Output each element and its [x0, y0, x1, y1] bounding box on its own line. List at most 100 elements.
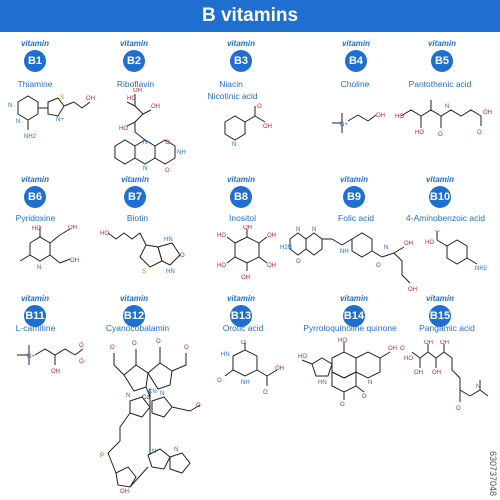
svg-text:O: O	[165, 168, 170, 174]
svg-text:HN: HN	[164, 237, 173, 243]
vitamin-badge: B13	[230, 305, 252, 327]
vitamin-word: vitamin	[119, 294, 148, 303]
svg-text:HO: HO	[217, 233, 226, 239]
svg-text:OH: OH	[51, 369, 60, 375]
svg-text:NH: NH	[340, 249, 349, 255]
vitamin-word: vitamin	[425, 175, 454, 184]
vitamin-word: vitamin	[226, 294, 255, 303]
svg-text:O: O	[456, 406, 461, 412]
svg-text:N: N	[312, 227, 316, 233]
svg-text:O: O	[376, 263, 381, 269]
vitamin-badge: B15	[429, 305, 451, 327]
svg-text:HO: HO	[298, 354, 307, 360]
svg-text:O: O	[400, 346, 405, 352]
svg-text:CN: CN	[148, 389, 157, 395]
vitamin-name: Thiamine	[17, 79, 53, 89]
svg-text:HN: HN	[166, 269, 175, 275]
svg-text:NH2: NH2	[24, 134, 37, 140]
svg-text:OH: OH	[86, 96, 95, 102]
vitamin-word: vitamin	[226, 175, 255, 184]
svg-text:N: N	[476, 384, 480, 390]
svg-text:HO: HO	[415, 130, 424, 136]
vitamin-name: Pyridoxine	[15, 213, 56, 223]
page-title: B vitamins	[0, 0, 500, 32]
vitamin-badge: B3	[230, 50, 252, 72]
svg-text:NH: NH	[241, 380, 250, 386]
vitamin-badge: B9	[343, 186, 365, 208]
vitamin-name: Biotin	[126, 213, 149, 223]
vitamin-name: Niacin	[219, 79, 243, 89]
svg-text:O: O	[180, 253, 185, 259]
choline-structure: N+OH	[332, 113, 385, 133]
vitamin-word: vitamin	[339, 175, 368, 184]
vitamin-word: vitamin	[425, 294, 454, 303]
svg-text:O: O	[132, 341, 137, 347]
svg-text:OH: OH	[70, 258, 79, 264]
svg-text:O: O	[110, 345, 115, 351]
svg-text:O: O	[184, 345, 189, 351]
svg-text:OH: OH	[133, 88, 142, 94]
svg-text:N: N	[152, 449, 156, 455]
svg-text:HO: HO	[425, 240, 434, 246]
svg-text:HO: HO	[100, 231, 109, 237]
vitamin-badge: B7	[124, 186, 146, 208]
svg-text:HO: HO	[338, 338, 347, 344]
svg-text:S: S	[142, 269, 146, 275]
svg-text:N: N	[143, 140, 147, 146]
vitamin-name: Pangamic acid	[419, 323, 475, 333]
svg-text:H2N: H2N	[280, 245, 292, 251]
svg-text:OH: OH	[68, 225, 77, 231]
vitamin-name: L-carnitine	[15, 323, 56, 333]
svg-text:N: N	[174, 447, 178, 453]
svg-text:HN: HN	[221, 352, 230, 358]
vitamin-name: Pantothenic acid	[408, 79, 472, 89]
svg-text:OH: OH	[388, 346, 397, 352]
vitamin-word: vitamin	[20, 175, 49, 184]
svg-text:HO: HO	[404, 356, 413, 362]
svg-text:OH: OH	[243, 225, 252, 231]
vitamin-word: vitamin	[339, 294, 368, 303]
svg-text:OH: OH	[483, 110, 492, 116]
vitamin-badge: B5	[431, 50, 453, 72]
svg-text:NH: NH	[177, 150, 186, 156]
svg-text:OH: OH	[241, 275, 250, 281]
svg-text:O: O	[340, 402, 345, 406]
vitamin-name: Orotic acid	[222, 323, 264, 333]
vitamin-subname: Nicotinic acid	[207, 91, 258, 101]
svg-text:O: O	[241, 340, 246, 346]
svg-text:Co: Co	[142, 395, 150, 401]
svg-text:O: O	[257, 104, 262, 110]
svg-text:O: O	[263, 390, 268, 395]
svg-text:N+: N+	[27, 354, 35, 360]
vitamin-word: vitamin	[341, 39, 370, 48]
svg-text:O: O	[296, 259, 301, 265]
vitamin-badge: B1	[24, 50, 46, 72]
vitamin-badge: B10	[429, 186, 451, 208]
svg-text:HN: HN	[318, 380, 327, 386]
vitamin-badge: B14	[343, 305, 365, 327]
vitamin-badge: B12	[123, 305, 145, 327]
svg-text:N: N	[8, 103, 12, 109]
svg-text:OH: OH	[432, 370, 441, 376]
vitamin-name: Inositol	[229, 213, 256, 223]
svg-text:N: N	[143, 166, 147, 172]
svg-text:HO: HO	[32, 226, 41, 232]
vitamin-badge: B2	[123, 50, 145, 72]
vitamin-name: Choline	[340, 79, 370, 89]
svg-text:OH: OH	[424, 340, 433, 346]
svg-text:NH2: NH2	[475, 266, 488, 272]
svg-text:N+: N+	[56, 117, 64, 123]
svg-text:P: P	[100, 453, 104, 459]
vitamin-word: vitamin	[119, 39, 148, 48]
svg-text:N: N	[368, 380, 372, 386]
svg-text:OH: OH	[263, 124, 272, 130]
svg-text:N: N	[126, 393, 130, 399]
